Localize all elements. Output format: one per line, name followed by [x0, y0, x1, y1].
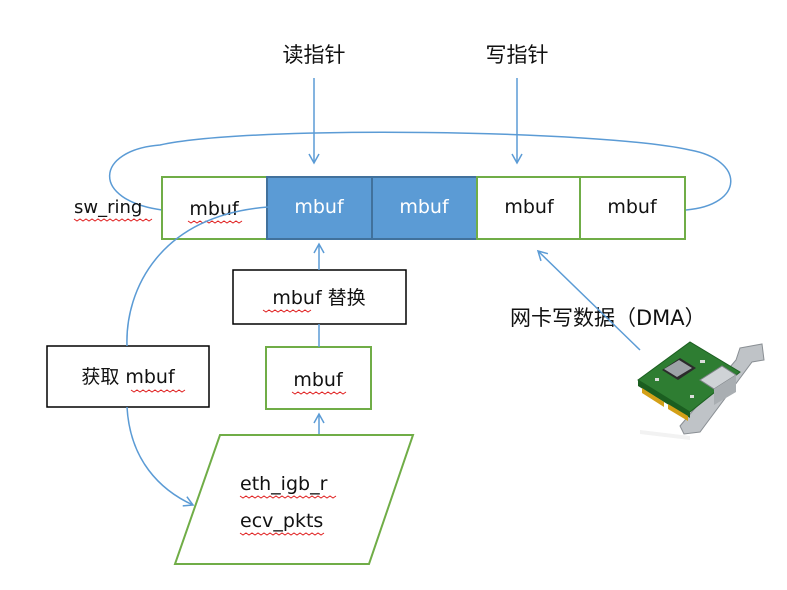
spell-underline [130, 389, 186, 393]
ring-cell-label-4: mbuf [504, 196, 555, 218]
spell-underline [239, 532, 325, 536]
nic-to-ring-arrow [536, 249, 641, 351]
recv-function-line1: eth_igb_r [240, 473, 328, 495]
write-pointer-label: 写指针 [486, 43, 549, 67]
recv-function-line2: ecv_pkts [240, 510, 323, 532]
new-mbuf-label: mbuf [293, 369, 344, 391]
replace-label: mbuf 替换 [272, 287, 365, 309]
get-mbuf-label: 获取 mbuf [81, 366, 176, 388]
fetch-mbuf-arrow-lower [126, 406, 195, 507]
get-mbuf-box[interactable] [46, 345, 210, 408]
network-card-image [637, 341, 765, 440]
ring-cell-2[interactable] [266, 176, 373, 240]
spell-underline [262, 309, 312, 313]
spell-underline [187, 220, 243, 224]
ring-cell-5[interactable] [579, 176, 686, 240]
new-mbuf-box[interactable] [265, 346, 372, 410]
ring-name-label: sw_ring [74, 197, 142, 218]
ring-cell-3[interactable] [371, 176, 478, 240]
spell-underline [291, 391, 347, 395]
spell-underline [73, 218, 153, 222]
replace-box[interactable] [232, 269, 407, 325]
ring-cell-label-5: mbuf [607, 196, 658, 218]
spell-underline [239, 495, 337, 499]
recv-function-shape[interactable] [173, 434, 415, 565]
ring-cell-label-3: mbuf [399, 196, 450, 218]
ring-cell-label-2: mbuf [294, 196, 345, 218]
ring-cell-label-1: mbuf [189, 198, 240, 220]
read-pointer-label: 读指针 [283, 43, 346, 67]
fetch-mbuf-arrow [126, 206, 269, 347]
ring-cells [161, 176, 686, 240]
ring-loop [108, 131, 732, 211]
